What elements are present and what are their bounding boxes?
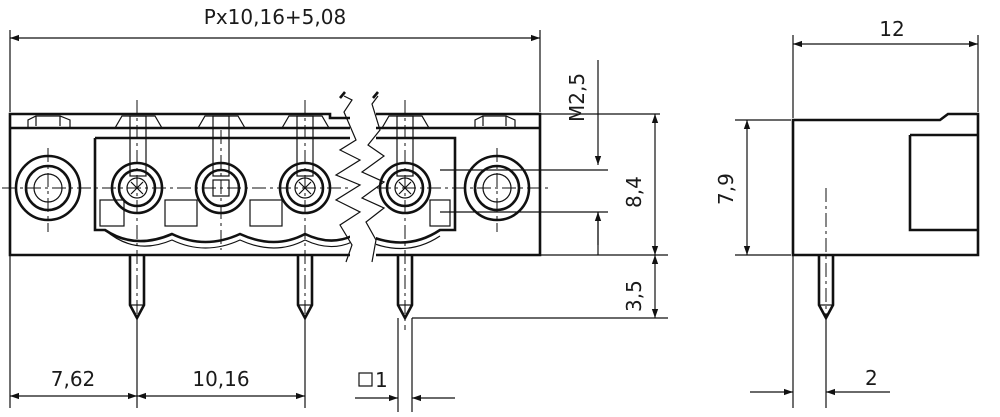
dim-side-pin-offset: 2 [750, 255, 890, 408]
top-latches [27, 115, 516, 177]
dim-thread: M2,5 [430, 60, 660, 165]
label-pin-square: 1 [375, 368, 388, 392]
label-pin-length: 3,5 [622, 280, 646, 312]
dim-overall-width: Px10,16+5,08 [9, 5, 541, 112]
dim-bottom: 7,62 10,16 [9, 255, 306, 408]
label-depth: 12 [879, 17, 904, 41]
dim-depth: 12 [792, 17, 979, 118]
label-side-pin-offset: 2 [865, 366, 878, 390]
side-view [791, 112, 980, 330]
label-overall-width: Px10,16+5,08 [204, 5, 346, 29]
label-thread: M2,5 [565, 73, 589, 122]
dim-side-height: 7,9 [714, 119, 791, 256]
label-left-offset: 7,62 [51, 367, 96, 391]
square-symbol-icon [358, 372, 373, 387]
front-view [2, 91, 548, 330]
dim-body-height [540, 114, 668, 256]
pin-3 [396, 255, 414, 321]
label-pitch: 10,16 [192, 367, 249, 391]
label-side-height: 7,9 [714, 173, 738, 205]
dim-height-84: 8,4 [440, 169, 646, 255]
dim-pin-square: 1 [355, 318, 455, 412]
dim-pin-length: 3,5 [412, 255, 668, 319]
break-line [334, 91, 386, 263]
label-height-84: 8,4 [622, 176, 646, 208]
